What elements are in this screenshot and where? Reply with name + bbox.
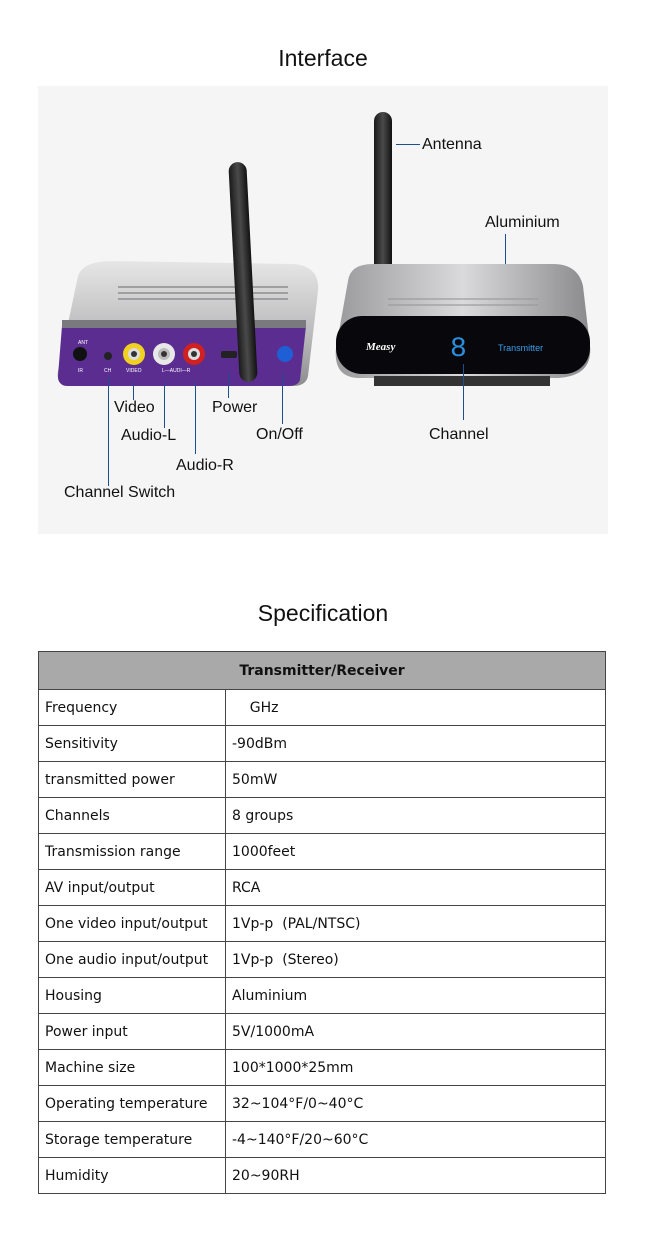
spec-value: -90dBm: [225, 725, 606, 762]
table-row: Sensitivity-90dBm: [38, 725, 606, 762]
spec-key: Frequency: [38, 689, 226, 726]
product-image-panel: ANT IR CH VIDEO L—AUDI—R Measy 8 Transmi…: [38, 86, 608, 534]
specification-table: Transmitter/Receiver Frequency GHz Sensi…: [38, 651, 606, 1194]
spec-key: Humidity: [38, 1157, 226, 1194]
port-video-text: VIDEO: [126, 368, 142, 374]
port-ch-text: CH: [104, 368, 112, 374]
label-channel: Channel: [429, 426, 489, 443]
label-audio-r: Audio-R: [176, 457, 234, 474]
spec-value: 1000feet: [225, 833, 606, 870]
spec-key: transmitted power: [38, 761, 226, 798]
port-audio-text: L—AUDI—R: [162, 368, 191, 374]
spec-value: GHz: [225, 689, 606, 726]
port-ant-text: ANT: [78, 340, 88, 346]
spec-value: 5V/1000mA: [225, 1013, 606, 1050]
label-on-off: On/Off: [256, 426, 303, 443]
label-channel-switch: Channel Switch: [64, 484, 176, 501]
label-aluminium: Aluminium: [485, 214, 560, 231]
spec-value: 1Vp-p (Stereo): [225, 941, 606, 978]
spec-value: 100*1000*25mm: [225, 1049, 606, 1086]
spec-value: Aluminium: [225, 977, 606, 1014]
receiver-rear-view: ANT IR CH VIDEO L—AUDI—R: [57, 162, 319, 386]
spec-key: One audio input/output: [38, 941, 226, 978]
spec-value: 1Vp-p (PAL/NTSC): [225, 905, 606, 942]
spec-key: Machine size: [38, 1049, 226, 1086]
spec-value: 50mW: [225, 761, 606, 798]
port-ir-text: IR: [78, 368, 83, 374]
spec-key: Sensitivity: [38, 725, 226, 762]
spec-key: AV input/output: [38, 869, 226, 906]
right-antenna: [374, 112, 392, 312]
brand-logo-text: Measy: [365, 341, 395, 353]
spec-key: Storage temperature: [38, 1121, 226, 1158]
spec-key: Power input: [38, 1013, 226, 1050]
spec-key: Housing: [38, 977, 226, 1014]
display-digit: 8: [450, 334, 467, 365]
transmitter-front-view: Measy 8 Transmitter: [335, 112, 591, 386]
spec-key: Operating temperature: [38, 1085, 226, 1122]
spec-key: One video input/output: [38, 905, 226, 942]
spec-value: RCA: [225, 869, 606, 906]
table-row: Storage temperature-4~140°F/20~60°C: [38, 1121, 606, 1158]
label-antenna: Antenna: [422, 136, 482, 153]
left-antenna: [228, 162, 258, 382]
table-header: Transmitter/Receiver: [38, 651, 606, 690]
interface-title: Interface: [278, 45, 368, 71]
spec-value: -4~140°F/20~60°C: [225, 1121, 606, 1158]
label-audio-l: Audio-L: [121, 427, 177, 444]
table-row: Frequency GHz: [38, 689, 606, 726]
transmitter-text: Transmitter: [498, 343, 543, 353]
spec-key: Transmission range: [38, 833, 226, 870]
specification-title: Specification: [257, 600, 389, 626]
spec-value: 8 groups: [225, 797, 606, 834]
spec-value: 20~90RH: [225, 1157, 606, 1194]
spec-value: 32~104°F/0~40°C: [225, 1085, 606, 1122]
spec-key: Channels: [38, 797, 226, 834]
product-illustration: ANT IR CH VIDEO L—AUDI—R Measy 8 Transmi…: [57, 112, 591, 386]
label-power: Power: [212, 399, 258, 416]
label-video: Video: [114, 399, 155, 416]
